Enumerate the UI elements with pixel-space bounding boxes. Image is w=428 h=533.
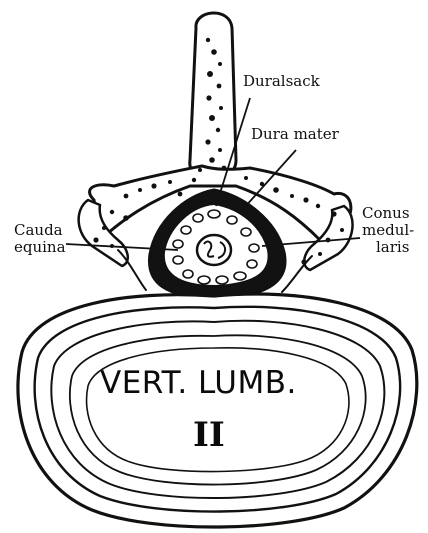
dural-sac	[149, 190, 285, 298]
vertebral-body	[18, 294, 417, 527]
conus-medullaris-label-line3: laris	[362, 239, 414, 256]
vertebra-number-label: II	[193, 416, 225, 454]
cauda-equina-label: Cauda equina	[14, 222, 66, 256]
conus-medullaris-label-line1: Conus	[362, 205, 414, 222]
conus-medullaris-label-line2: medul-	[362, 222, 414, 239]
dura-mater-label: Dura mater	[251, 126, 339, 143]
cauda-equina-label-line1: Cauda	[14, 222, 66, 239]
spinous-process	[190, 13, 236, 178]
vertebra-label: VERT. LUMB.	[100, 366, 297, 400]
duralsack-label: Duralsack	[243, 73, 320, 90]
cauda-equina-label-line2: equina	[14, 239, 66, 256]
conus-medullaris-label: Conus medul- laris	[362, 205, 414, 256]
